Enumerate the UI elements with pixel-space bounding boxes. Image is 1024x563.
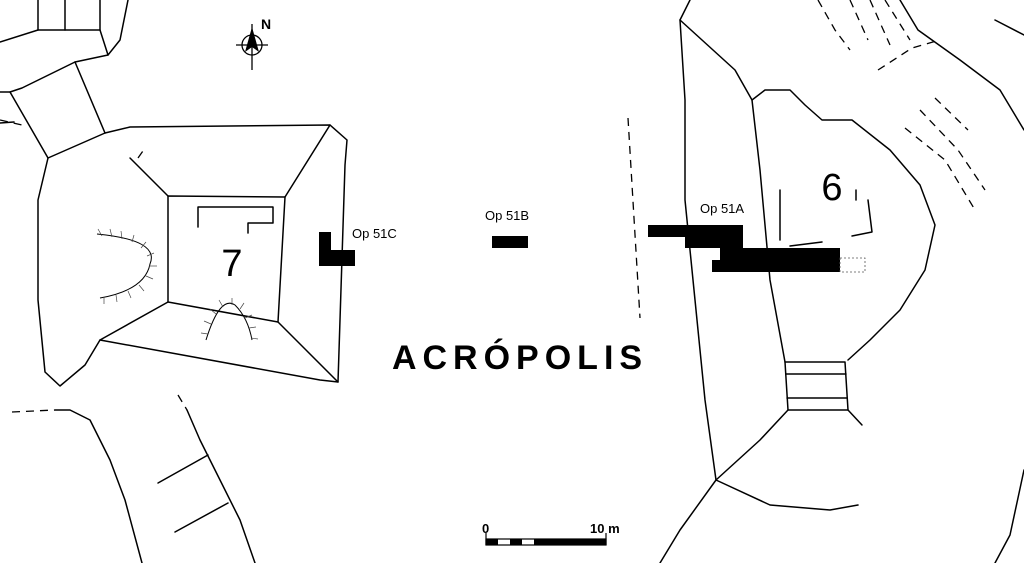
- op-51c-label: Op 51C: [352, 226, 397, 241]
- site-name-label: ACRÓPOLIS: [392, 339, 648, 377]
- scale-start-label: 0: [482, 521, 489, 536]
- north-arrow-icon: [236, 24, 268, 70]
- structure-7-outline: [37, 124, 348, 387]
- top-left-structure-outline: [0, 0, 129, 159]
- op-51c-unit: [319, 232, 355, 266]
- op-51a-label: Op 51A: [700, 201, 744, 216]
- op-51b-label: Op 51B: [485, 208, 529, 223]
- structure-7-hatched-mound-bottom: [200, 298, 259, 341]
- structure-7-hatched-mound-left: [96, 228, 157, 304]
- scale-end-label: 10 m: [590, 521, 620, 536]
- structure-7-label: 7: [221, 243, 242, 285]
- scale-bar: [485, 533, 607, 546]
- op-51b-unit: [492, 236, 528, 248]
- op-51a-unit: [648, 225, 866, 273]
- structure-6-outline: [627, 0, 1024, 563]
- lower-left-features: [11, 394, 256, 563]
- structure-6-label: 6: [821, 167, 842, 209]
- north-label: N: [261, 16, 271, 32]
